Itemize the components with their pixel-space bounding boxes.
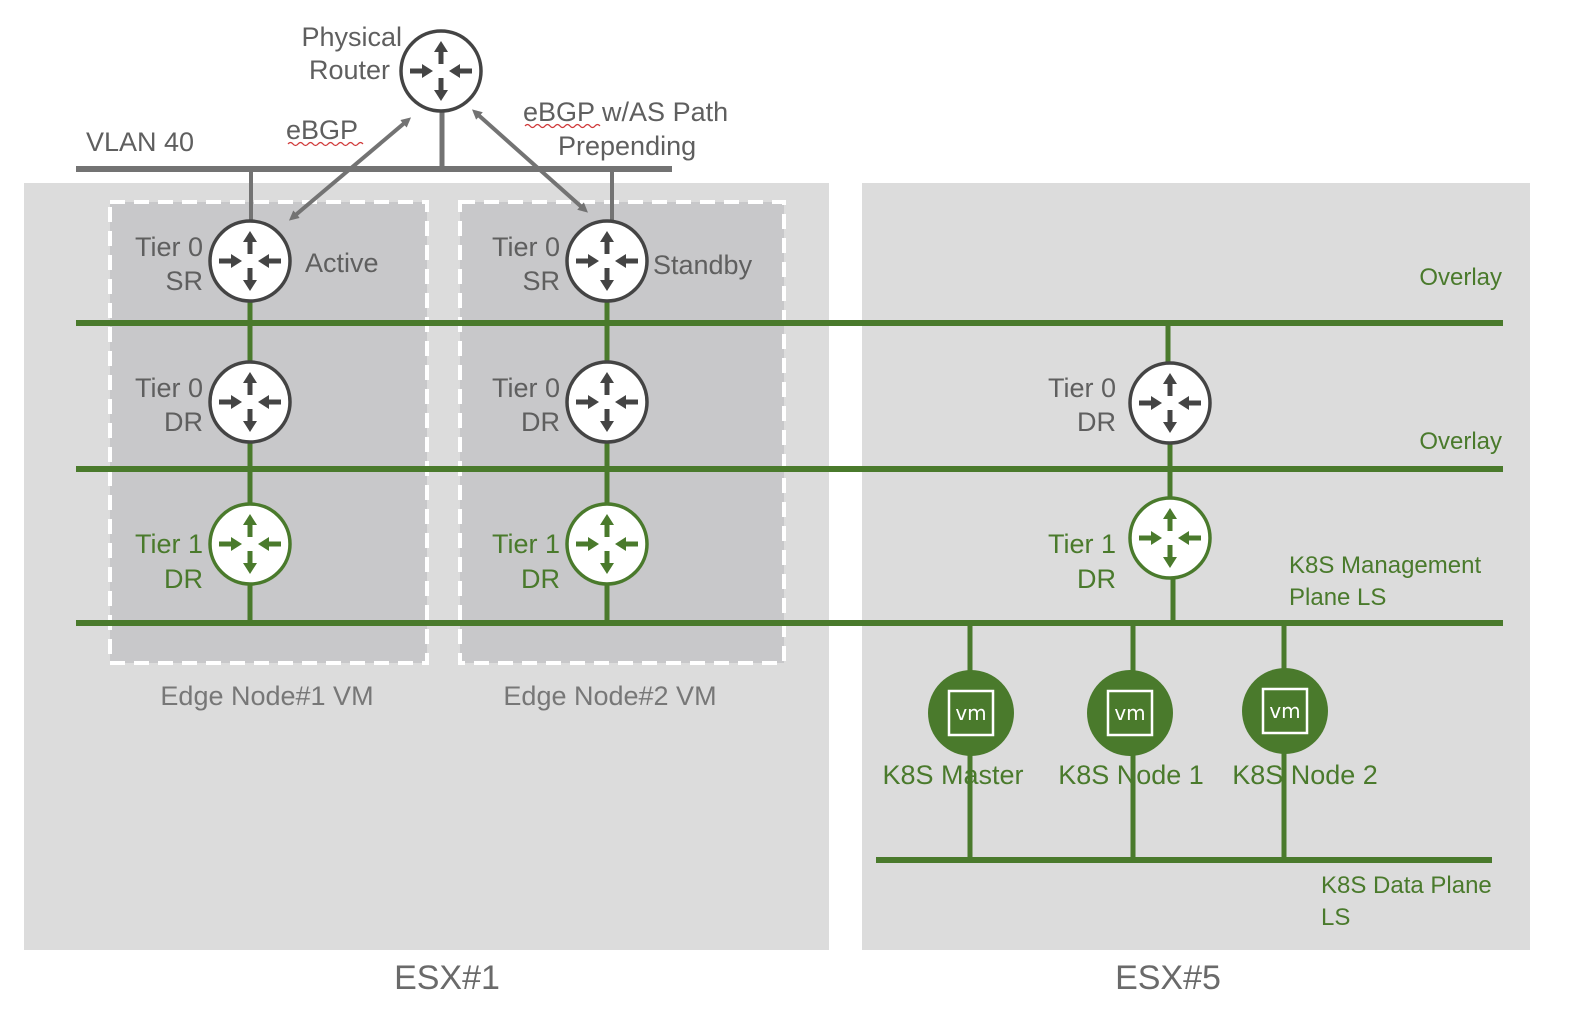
edge2-dr-label: DR [521,407,560,437]
physical-router-label: Router [309,55,390,85]
edge1-t1-label: Tier 1 [135,529,203,559]
edge1-state-label: Active [305,248,379,278]
overlay-label: Overlay [1419,264,1502,291]
edge1-t1-label: DR [164,564,203,594]
edge2-dr-label: Tier 0 [492,373,560,403]
spellcheck-squiggle [524,123,601,129]
vlan-label: VLAN 40 [86,127,194,157]
spellcheck-squiggle [287,141,364,147]
data-plane-label: LS [1321,904,1350,931]
edge1-tier1-dr-router-icon [208,502,292,586]
ebgp-prepend-arrow [472,109,588,213]
edge2-sr-label: Tier 0 [492,232,560,262]
physical-router-label: Physical [301,22,402,52]
esx5-label: ESX#5 [1115,959,1221,997]
vm-icon-label: vm [955,701,986,725]
vm-label: K8S Master [882,760,1023,790]
edge2-t1-label: Tier 1 [492,529,560,559]
mgmt-plane-label: K8S Management [1289,552,1481,579]
vm-icon-label: vm [1114,701,1145,725]
ebgp-prepend-label: eBGP w/AS Path [523,97,728,127]
edge1-caption: Edge Node#1 VM [160,681,373,711]
esx5-tier0-dr-router-icon [1128,361,1212,445]
edge2-caption: Edge Node#2 VM [503,681,716,711]
esx5-t1-label: Tier 1 [1048,529,1116,559]
mgmt-plane-label: Plane LS [1289,584,1386,611]
physical-router-icon [399,29,483,113]
vm-label: K8S Node 2 [1232,760,1378,790]
vm-label: K8S Node 1 [1058,760,1204,790]
esx5-t1-label: DR [1077,564,1116,594]
vm-icon-label: vm [1269,699,1300,723]
edge2-tier0-sr-router-icon [565,219,649,303]
data-plane-label: K8S Data Plane [1321,872,1492,899]
edge1-dr-label: Tier 0 [135,373,203,403]
edge2-sr-label: SR [522,266,560,296]
esx5-tier1-dr-router-icon [1128,496,1212,580]
edge1-sr-label: Tier 0 [135,232,203,262]
ebgp-arrow [288,117,412,221]
edge1-tier0-dr-router-icon [208,360,292,444]
esx5-t0-label: DR [1077,407,1116,437]
edge2-tier0-dr-router-icon [565,360,649,444]
edge2-state-label: Standby [653,250,753,280]
esx5-t0-label: Tier 0 [1048,373,1116,403]
edge1-dr-label: DR [164,407,203,437]
edge1-tier0-sr-router-icon [208,219,292,303]
edge2-t1-label: DR [521,564,560,594]
ebgp-label: eBGP [286,115,358,145]
edge2-tier1-dr-router-icon [565,502,649,586]
ebgp-prepend-label: Prepending [558,131,696,161]
edge1-sr-label: SR [165,266,203,296]
overlay-label: Overlay [1419,428,1502,455]
esx1-label: ESX#1 [394,959,500,997]
